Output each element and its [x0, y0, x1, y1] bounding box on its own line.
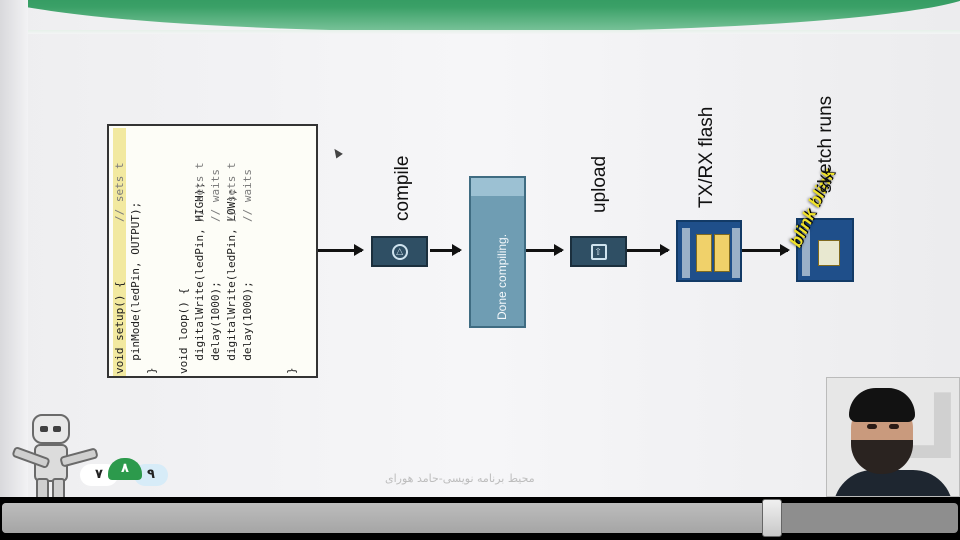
code-comment: // sets t: [225, 162, 238, 222]
arrow-to-upload: [526, 244, 564, 256]
page-current: ۸: [108, 458, 142, 480]
robot-leg: [52, 478, 65, 497]
code-comment: // sets t: [193, 162, 206, 222]
txrx-label: TX/RX flash: [696, 106, 717, 208]
presenter-hair: [849, 388, 915, 422]
robot-eye: [53, 426, 61, 432]
upload-glyph-icon: ⇨: [590, 243, 607, 260]
slide-frame: void setup() { // sets t pinMode(ledPin,…: [0, 0, 960, 497]
left-shade: [0, 0, 28, 497]
upload-icon: ⇨: [570, 236, 627, 267]
code-line: pinMode(ledPin, OUTPUT);: [129, 201, 142, 374]
robot-head: [32, 414, 70, 444]
code-line: delay(1000);: [241, 281, 254, 374]
mouse-cursor-icon: [331, 146, 343, 159]
arduino-board-sketch: [796, 218, 854, 282]
compile-icon: ▷: [371, 236, 428, 267]
seek-progress: [2, 503, 772, 533]
arduino-board-txrx: [676, 220, 742, 282]
seek-handle[interactable]: [762, 499, 782, 537]
robot-eye: [40, 426, 48, 432]
header-band: [0, 0, 960, 32]
code-line: void loop() {: [177, 287, 190, 374]
board-led: [696, 234, 712, 272]
code-comment: // sets t: [113, 162, 126, 222]
robot-mascot-icon: [11, 412, 99, 497]
page-next[interactable]: ۹: [134, 464, 168, 486]
footer-watermark: محیط برنامه نویسی-حامد هورای: [385, 472, 535, 485]
page-indicator: ۷ ۹ ۸: [80, 458, 170, 488]
code-comment: // waits: [209, 169, 222, 222]
board-led: [714, 234, 730, 272]
done-compiling-strip: [471, 178, 524, 196]
presenter-eye: [867, 424, 877, 429]
code-comment: // waits: [241, 169, 254, 222]
code-listing-rotated: void setup() { // sets t pinMode(ledPin,…: [109, 128, 316, 376]
arrow-to-compile: [318, 244, 364, 256]
arrow-to-board: [623, 244, 670, 256]
sketch-runs-label: sketch runs: [815, 95, 836, 193]
arrow-to-sketch: [742, 244, 790, 256]
code-listing: void setup() { // sets t pinMode(ledPin,…: [107, 124, 318, 378]
robot-leg: [36, 478, 49, 497]
code-line: }: [145, 367, 158, 374]
board-header-pins: [682, 228, 690, 278]
board-header-pins: [732, 228, 740, 278]
presenter-eye: [889, 424, 899, 429]
arrow-to-done: [430, 244, 462, 256]
presenter-webcam: ⅃: [826, 377, 960, 497]
compile-glyph-icon: ▷: [391, 243, 408, 260]
done-compiling-text: Done compiling.: [495, 233, 509, 320]
code-line: delay(1000);: [209, 281, 222, 374]
code-line: }: [285, 367, 298, 374]
compile-label: compile: [392, 155, 413, 221]
upload-label: upload: [589, 155, 610, 213]
header-divider: [0, 30, 960, 34]
board-header-pins: [802, 228, 810, 276]
done-compiling-panel: Done compiling.: [469, 176, 526, 328]
board-chip: [818, 240, 840, 266]
